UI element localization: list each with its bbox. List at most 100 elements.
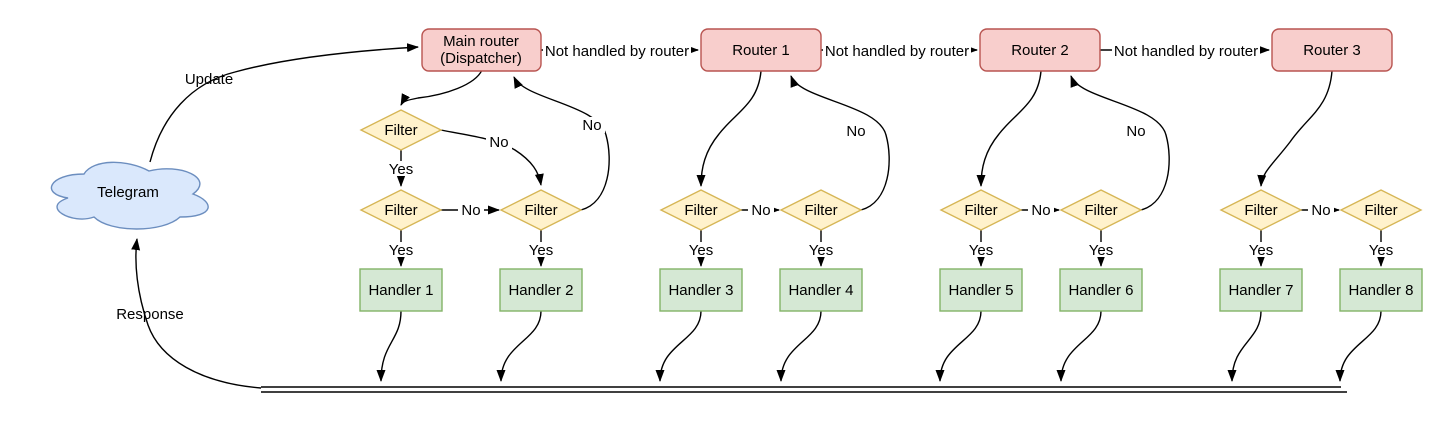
router-main-label-line1: Main router [443, 33, 519, 50]
edge-handler1-to-bus [376, 310, 402, 382]
telegram-label: Telegram [97, 184, 159, 201]
yes-label-4: Yes [809, 242, 833, 259]
handler-box-3 [659, 268, 743, 312]
handler-box-4 [779, 268, 863, 312]
not-handled-label-1: Not handled by router [545, 43, 689, 60]
yes-label-6: Yes [1089, 242, 1113, 259]
yes-label-4-bg [806, 242, 836, 257]
router-box-3 [1271, 28, 1393, 72]
handler-1-label: Handler 1 [368, 282, 433, 299]
edge-loop-main [513, 76, 610, 211]
handler-box-8 [1339, 268, 1423, 312]
edge-loop-router2 [1070, 75, 1170, 211]
handler-5-label: Handler 5 [948, 282, 1013, 299]
yes-label-2: Yes [529, 242, 553, 259]
router-box-2 [979, 28, 1101, 72]
yes-label-8: Yes [1369, 242, 1393, 259]
no-label-top-filter-bg [486, 134, 512, 150]
filter-1-label: Filter [384, 202, 417, 219]
filter-main-top-label: Filter [384, 122, 417, 139]
no-label-loop-main-bg [579, 117, 605, 133]
yes-label-7-bg [1246, 242, 1276, 257]
no-label-pair1-bg [458, 202, 484, 218]
handler-7-label: Handler 7 [1228, 282, 1293, 299]
not-handled-label-3-bg [1112, 43, 1260, 59]
yes-label-3-bg [686, 242, 716, 257]
edge-router2-to-filter [976, 70, 1042, 187]
handler-box-1 [359, 268, 443, 312]
filter-diamond-1 [359, 189, 443, 231]
not-handled-label-3: Not handled by router [1114, 43, 1258, 60]
filter-diamond-3 [659, 189, 743, 231]
no-label-pair4: No [1311, 202, 1330, 219]
yes-label-6-bg [1086, 242, 1116, 257]
telegram-cloud-shape [50, 161, 209, 230]
edge-handler8-to-bus [1335, 310, 1382, 382]
not-handled-label-2: Not handled by router [825, 43, 969, 60]
no-label-pair4-bg [1308, 202, 1334, 218]
yes-label-5-bg [966, 242, 996, 257]
router-3-label: Router 3 [1303, 42, 1361, 59]
filter-diamond-2 [499, 189, 583, 231]
handler-box-2 [499, 268, 583, 312]
router-main-label-line2: (Dispatcher) [440, 50, 522, 67]
no-label-top-filter: No [489, 134, 508, 151]
filter-5-label: Filter [964, 202, 997, 219]
not-handled-label-1-bg [543, 43, 691, 59]
response-edge [131, 238, 262, 389]
handler-6-label: Handler 6 [1068, 282, 1133, 299]
yes-label-1: Yes [389, 242, 413, 259]
filter-8-label: Filter [1364, 202, 1397, 219]
edge-handler7-to-bus [1227, 310, 1262, 382]
no-label-loop-main: No [582, 117, 601, 134]
filter-3-label: Filter [684, 202, 717, 219]
edge-router3-to-filter [1257, 70, 1333, 187]
edge-top-filter-no [440, 129, 544, 186]
update-label: Update [185, 71, 233, 88]
no-label-pair2: No [751, 202, 770, 219]
handler-box-5 [939, 268, 1023, 312]
filter-diamond-8 [1339, 189, 1423, 231]
filter-diamond-4 [779, 189, 863, 231]
yes-label-3: Yes [689, 242, 713, 259]
yes-label-5: Yes [969, 242, 993, 259]
filter-2-label: Filter [524, 202, 557, 219]
router-1-label: Router 1 [732, 42, 790, 59]
handler-8-label: Handler 8 [1348, 282, 1413, 299]
yes-label-1-bg [386, 242, 416, 257]
no-label-loop-router2: No [1126, 123, 1145, 140]
handler-2-label: Handler 2 [508, 282, 573, 299]
handler-3-label: Handler 3 [668, 282, 733, 299]
yes-label-8-bg [1366, 242, 1396, 257]
filter-diamond-7 [1219, 189, 1303, 231]
no-label-pair1: No [461, 202, 480, 219]
not-handled-label-2-bg [823, 43, 971, 59]
no-label-loop-router2-bg [1123, 123, 1149, 139]
edge-handler5-to-bus [935, 310, 982, 382]
filter-diamond-main-top [359, 109, 443, 151]
router-box-1 [700, 28, 822, 72]
edge-main-to-top-filter [400, 69, 483, 106]
update-edge [149, 43, 419, 163]
yes-label-2-bg [526, 242, 556, 257]
no-label-pair3: No [1031, 202, 1050, 219]
no-label-pair2-bg [748, 202, 774, 218]
edge-loop-router1 [790, 75, 890, 211]
filter-diamond-5 [939, 189, 1023, 231]
handler-box-6 [1059, 268, 1143, 312]
no-label-loop-router1: No [846, 123, 865, 140]
yes-label-7: Yes [1249, 242, 1273, 259]
edge-handler4-to-bus [776, 310, 822, 382]
yes-label-top-bg [386, 161, 416, 176]
filter-4-label: Filter [804, 202, 837, 219]
no-label-pair3-bg [1028, 202, 1054, 218]
response-label: Response [116, 306, 184, 323]
filter-diamond-6 [1059, 189, 1143, 231]
filter-6-label: Filter [1084, 202, 1117, 219]
edge-router1-to-filter [696, 70, 762, 187]
handler-4-label: Handler 4 [788, 282, 853, 299]
yes-label-top: Yes [389, 161, 413, 178]
edge-handler3-to-bus [655, 310, 702, 382]
